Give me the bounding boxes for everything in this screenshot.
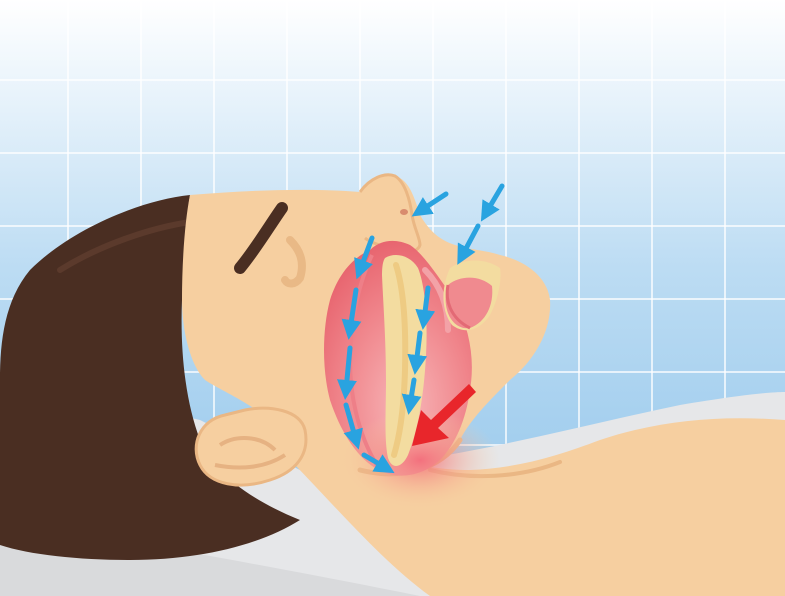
sleep-apnea-illustration: [0, 0, 785, 596]
